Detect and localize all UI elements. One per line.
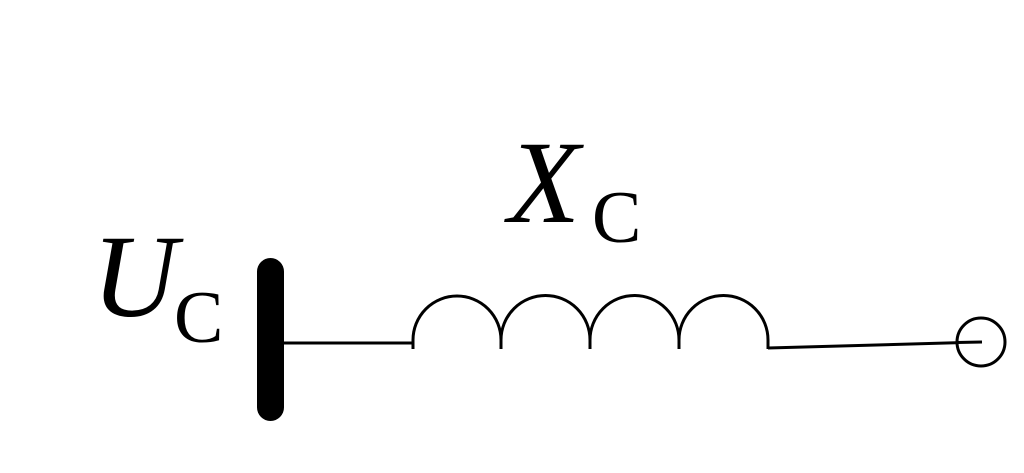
terminal-wire-stub [956, 340, 983, 344]
reactance-symbol: X [504, 117, 584, 248]
voltage-symbol: U [92, 211, 184, 342]
inductor-coil [411, 294, 770, 349]
voltage-subscript: C [174, 277, 223, 359]
reactance-label: X C [504, 117, 641, 259]
bus-bar [257, 258, 284, 421]
reactance-subscript: C [592, 177, 641, 259]
voltage-label: U C [92, 211, 223, 359]
right-wire [767, 340, 983, 350]
